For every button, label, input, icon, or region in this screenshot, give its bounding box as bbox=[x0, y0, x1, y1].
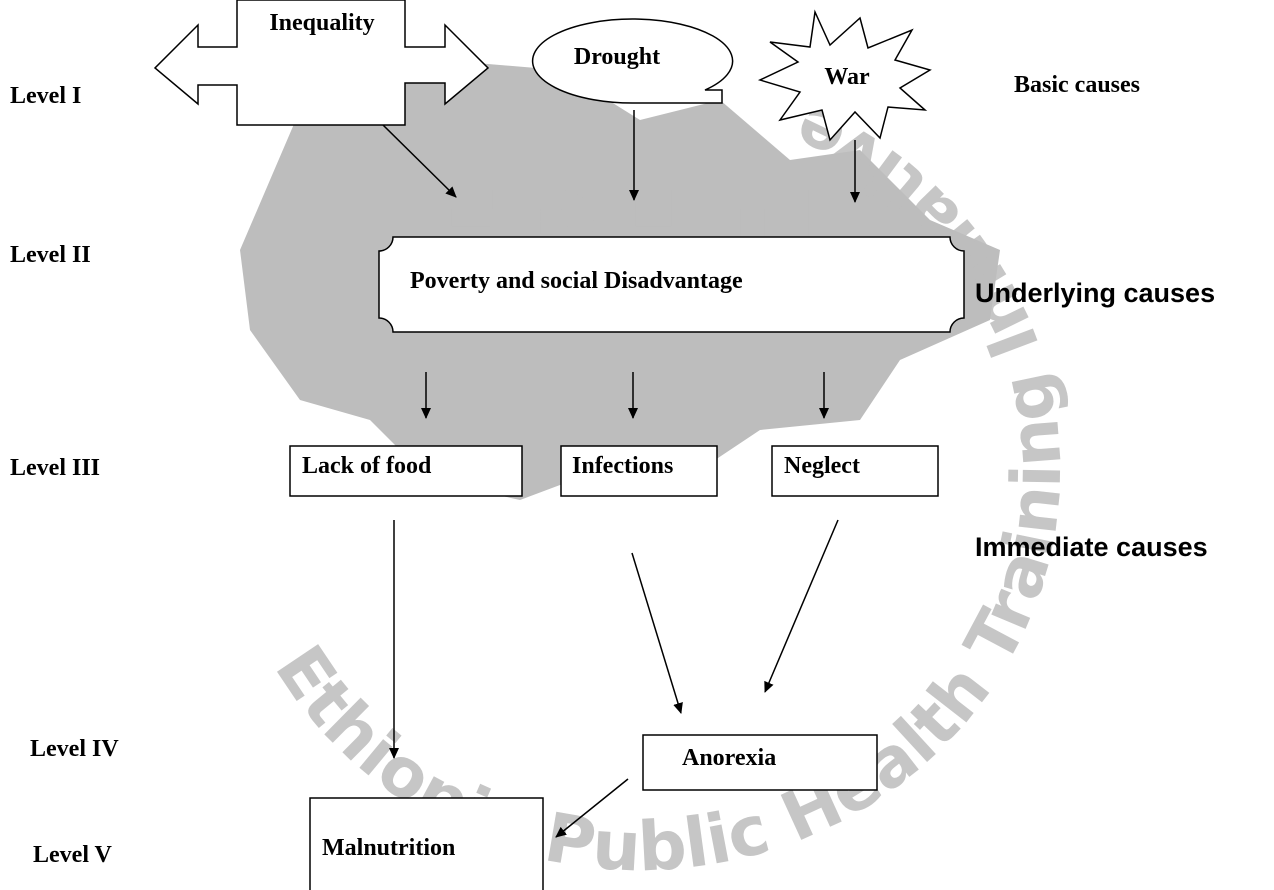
malnutrition-node: Malnutrition bbox=[309, 797, 544, 890]
inequality-double-arrow-shape bbox=[153, 0, 490, 126]
anorexia-box bbox=[642, 734, 878, 791]
level-1-label: Level I bbox=[10, 83, 81, 109]
immediate-causes-label: Immediate causes bbox=[975, 532, 1208, 562]
level-4-label: Level IV bbox=[30, 736, 119, 762]
arrow-inequality-to-poverty bbox=[382, 124, 457, 198]
infections-box bbox=[560, 445, 718, 497]
anorexia-node: Anorexia bbox=[642, 734, 878, 791]
war-node: War bbox=[757, 9, 932, 142]
lack-of-food-text: Lack of food bbox=[302, 453, 432, 479]
neglect-node: Neglect bbox=[771, 445, 939, 497]
basic-causes-label: Basic causes bbox=[1014, 72, 1140, 98]
underlying-causes-label: Underlying causes bbox=[975, 278, 1215, 308]
drought-text: Drought bbox=[574, 44, 660, 70]
arrow-infections-to-anorexia bbox=[631, 552, 683, 714]
war-text: War bbox=[824, 64, 870, 90]
neglect-box bbox=[771, 445, 939, 497]
malnutrition-text: Malnutrition bbox=[322, 835, 455, 861]
infections-text: Infections bbox=[572, 453, 673, 479]
neglect-text: Neglect bbox=[784, 453, 860, 479]
lack-of-food-box bbox=[289, 445, 523, 497]
poverty-node: Poverty and social Disadvantage bbox=[378, 236, 965, 333]
infections-node: Infections bbox=[560, 445, 718, 497]
drought-callout-shape bbox=[531, 18, 734, 104]
poverty-plaque-shape bbox=[378, 236, 965, 333]
drought-node: Drought bbox=[531, 18, 734, 104]
inequality-node: Inequality bbox=[153, 0, 490, 126]
war-explosion-shape bbox=[757, 9, 932, 142]
level-2-label: Level II bbox=[10, 242, 91, 268]
malnutrition-box bbox=[309, 797, 544, 890]
lack-of-food-node: Lack of food bbox=[289, 445, 523, 497]
level-3-label: Level III bbox=[10, 455, 100, 481]
inequality-text: Inequality bbox=[269, 10, 374, 36]
level-5-label: Level V bbox=[33, 842, 113, 868]
anorexia-text: Anorexia bbox=[682, 745, 776, 771]
arrow-neglect-to-anorexia bbox=[764, 519, 839, 693]
arrow-anorexia-to-malnutrition bbox=[555, 778, 629, 838]
poverty-text: Poverty and social Disadvantage bbox=[410, 268, 743, 294]
